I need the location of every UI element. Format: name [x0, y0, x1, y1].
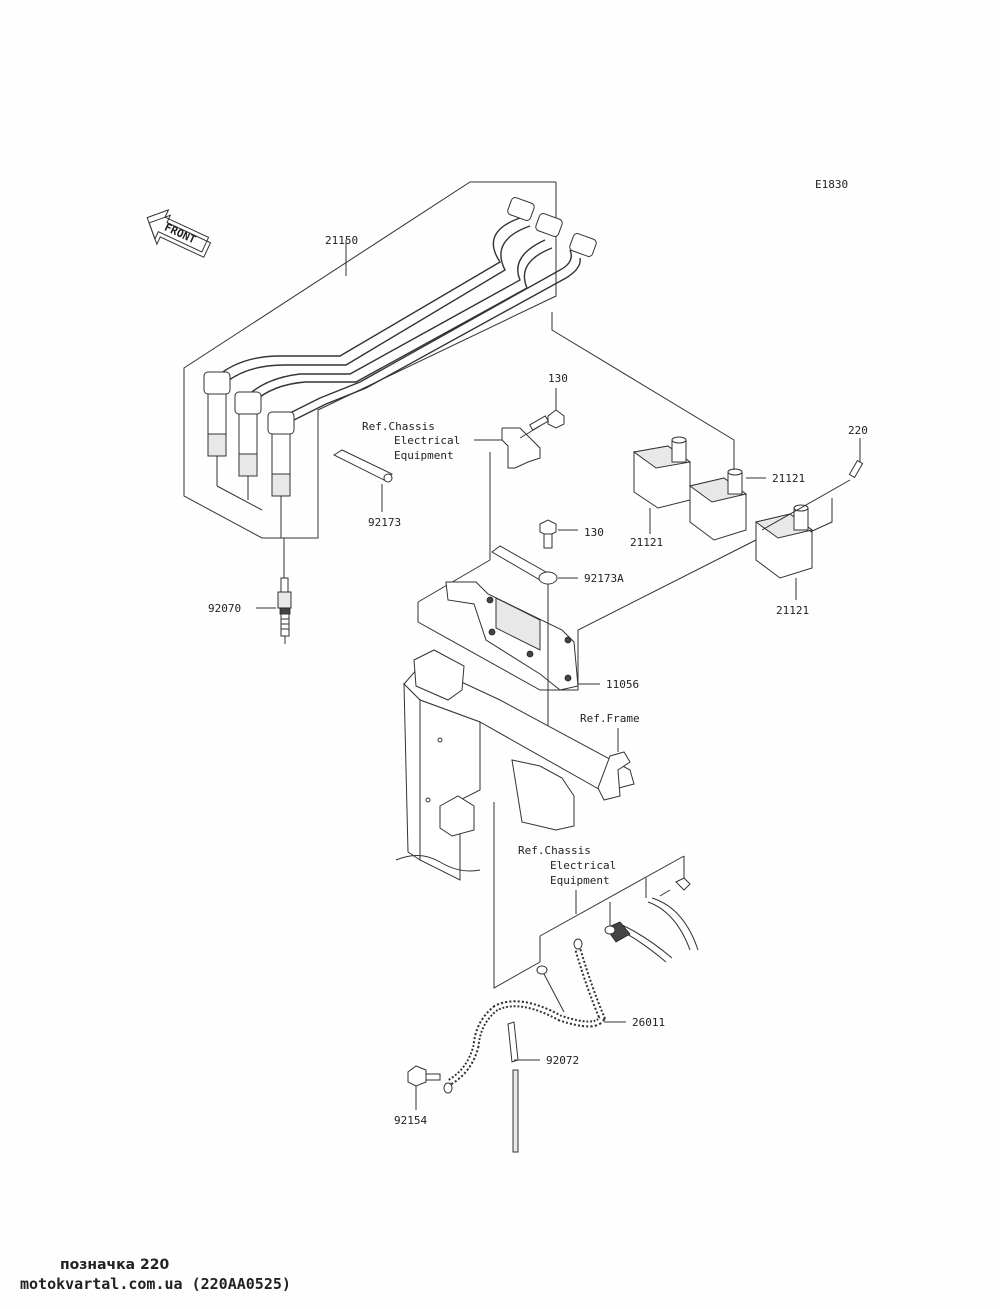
strap-92173: [332, 449, 393, 512]
label-26011: 26011: [632, 1016, 665, 1029]
ignition-coil-2: [551, 312, 766, 541]
svg-text:Equipment: Equipment: [550, 874, 610, 887]
svg-text:Ref.Chassis: Ref.Chassis: [362, 420, 435, 433]
ref-chassis-bottom: Ref.Chassis Electrical Equipment: [493, 802, 699, 1013]
ignition-coil-3: [754, 498, 833, 600]
label-92173: 92173: [368, 516, 401, 529]
diagram-code: E1830: [815, 178, 848, 191]
bolt-92154: [407, 1065, 441, 1110]
footer-source: motokvartal.com.ua (220AA0525): [20, 1275, 291, 1293]
bolt-220: [761, 438, 864, 531]
label-21121-b: 21121: [772, 472, 805, 485]
frame-section: [395, 649, 635, 881]
label-92072: 92072: [546, 1054, 579, 1067]
footer-mark: позначка 220: [60, 1257, 170, 1273]
bolt-130-upper: [519, 388, 565, 439]
strap-92173a: [491, 545, 578, 585]
bolt-130-lower: [539, 519, 578, 549]
label-130-upper: 130: [548, 372, 568, 385]
band-92072: [507, 1021, 540, 1153]
ref-frame: Ref.Frame: [580, 712, 640, 801]
spark-plug: [256, 538, 292, 644]
plug-cord-assembly: [183, 181, 597, 539]
svg-text:Equipment: Equipment: [394, 449, 454, 462]
label-21121-a: 21121: [630, 536, 663, 549]
label-130-lower: 130: [584, 526, 604, 539]
ground-cable-26011: [443, 938, 626, 1094]
ignition-coil-1: [632, 436, 692, 534]
ref-chassis-top: Ref.Chassis Electrical Equipment: [362, 420, 541, 603]
label-92070: 92070: [208, 602, 241, 615]
front-arrow-icon: FRONT: [146, 209, 212, 258]
svg-text:Ref.Frame: Ref.Frame: [580, 712, 640, 725]
label-92173a: 92173A: [584, 572, 624, 585]
label-92154: 92154: [394, 1114, 427, 1127]
label-21121-c: 21121: [776, 604, 809, 617]
label-11056: 11056: [606, 678, 639, 691]
svg-text:Ref.Chassis: Ref.Chassis: [518, 844, 591, 857]
label-220: 220: [848, 424, 868, 437]
svg-text:Electrical: Electrical: [394, 434, 460, 447]
label-21150: 21150: [325, 234, 358, 247]
svg-text:Electrical: Electrical: [550, 859, 616, 872]
